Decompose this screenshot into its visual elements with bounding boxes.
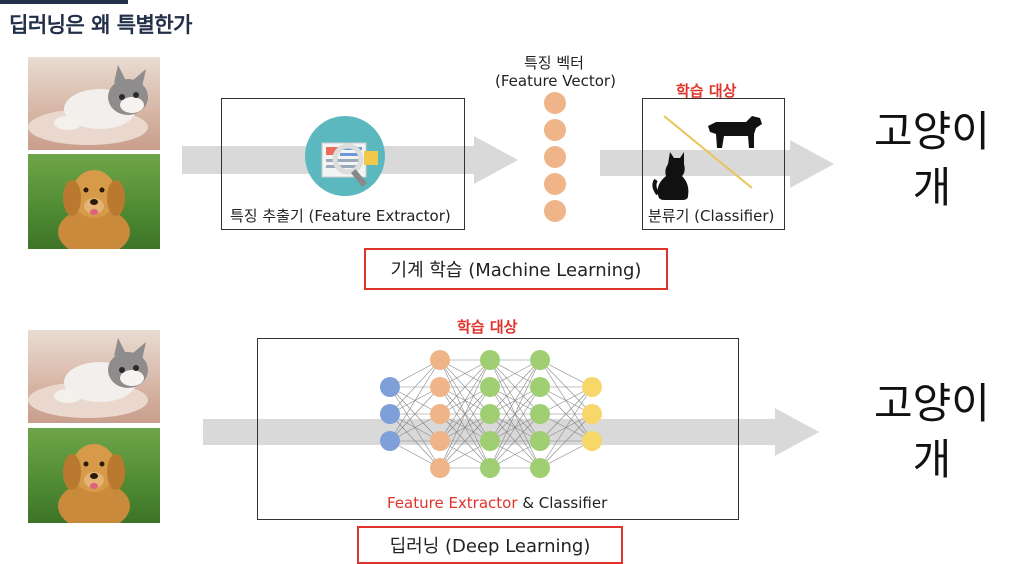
nn-edge — [489, 386, 541, 469]
dog-photo-2 — [28, 428, 160, 523]
nn-node — [430, 404, 450, 424]
cat-silhouette-icon — [652, 150, 692, 202]
classifier-box — [642, 98, 785, 230]
dl-arrow-head — [775, 408, 819, 456]
dl-feature-extractor-text: Feature Extractor — [387, 494, 518, 512]
ml-result-cat: 고양이 — [874, 107, 990, 156]
feature-extractor-label: 특징 추출기 (Feature Extractor) — [230, 207, 451, 225]
nn-edge — [539, 386, 593, 469]
deep-learning-box — [257, 338, 739, 520]
magnifier-icon — [302, 113, 388, 199]
ml-result: 고양이 개 — [862, 104, 1002, 216]
nn-node — [480, 350, 500, 370]
nn-edge — [389, 386, 441, 442]
feature-vector-dot-2 — [544, 119, 566, 141]
neural-network-icon — [380, 350, 602, 478]
nn-node — [530, 458, 550, 478]
nn-edge — [489, 359, 541, 415]
nn-node — [380, 404, 400, 424]
nn-node — [430, 458, 450, 478]
nn-edge — [489, 359, 541, 469]
nn-edge — [489, 359, 541, 442]
feature-vector-label-en: (Feature Vector) — [495, 72, 616, 90]
nn-node — [380, 377, 400, 397]
nn-node — [530, 431, 550, 451]
dl-extractor-classifier-label: Feature Extractor & Classifier — [387, 494, 607, 512]
dog-photo — [28, 154, 160, 249]
dog-silhouette-icon — [706, 112, 764, 152]
nn-edge — [439, 359, 491, 469]
nn-node — [480, 404, 500, 424]
nn-edge — [439, 359, 491, 442]
nn-edge — [439, 413, 491, 469]
nn-edge — [389, 359, 441, 415]
nn-node — [582, 431, 602, 451]
nn-edge — [439, 386, 491, 469]
feature-vector-dot-5 — [544, 200, 566, 222]
cat-photo — [28, 57, 160, 150]
feature-vector-label-ko: 특징 벡터 — [524, 54, 584, 72]
nn-node — [582, 404, 602, 424]
feature-vector-dot-3 — [544, 146, 566, 168]
nn-node — [480, 458, 500, 478]
dl-learning-target-label: 학습 대상 — [457, 318, 518, 336]
cat-photo-2 — [28, 330, 160, 423]
nn-node — [530, 377, 550, 397]
ml-caption: 기계 학습 (Machine Learning) — [364, 248, 668, 290]
feature-vector-dot-1 — [544, 92, 566, 114]
title-accent-bar — [0, 0, 128, 4]
nn-edge — [489, 413, 541, 469]
dl-classifier-text: & Classifier — [522, 494, 608, 512]
feature-extractor-box — [221, 98, 465, 230]
dl-result: 고양이 개 — [862, 376, 1002, 488]
nn-node — [480, 431, 500, 451]
nn-node — [380, 431, 400, 451]
nn-edge — [539, 386, 593, 442]
dl-result-cat: 고양이 — [874, 379, 990, 428]
ml-arrow-head-1 — [474, 136, 518, 184]
nn-node — [430, 431, 450, 451]
ml-arrow-head-2 — [790, 140, 834, 188]
dl-result-dog: 개 — [912, 435, 952, 484]
nn-edge — [389, 359, 441, 442]
nn-node — [480, 377, 500, 397]
nn-node — [430, 377, 450, 397]
nn-edge — [439, 359, 491, 415]
nn-node — [530, 404, 550, 424]
nn-node — [582, 377, 602, 397]
feature-vector-dot-4 — [544, 173, 566, 195]
classifier-boundary-line — [663, 115, 753, 189]
nn-node — [530, 350, 550, 370]
classifier-label: 분류기 (Classifier) — [648, 207, 775, 225]
nn-edge — [539, 413, 593, 469]
nn-node — [430, 350, 450, 370]
page-title: 딥러닝은 왜 특별한가 — [9, 13, 193, 37]
ml-arrow-bar-2 — [600, 150, 790, 176]
ml-result-dog: 개 — [912, 163, 952, 212]
ml-learning-target-label: 학습 대상 — [676, 82, 737, 100]
dl-caption: 딥러닝 (Deep Learning) — [357, 526, 623, 564]
